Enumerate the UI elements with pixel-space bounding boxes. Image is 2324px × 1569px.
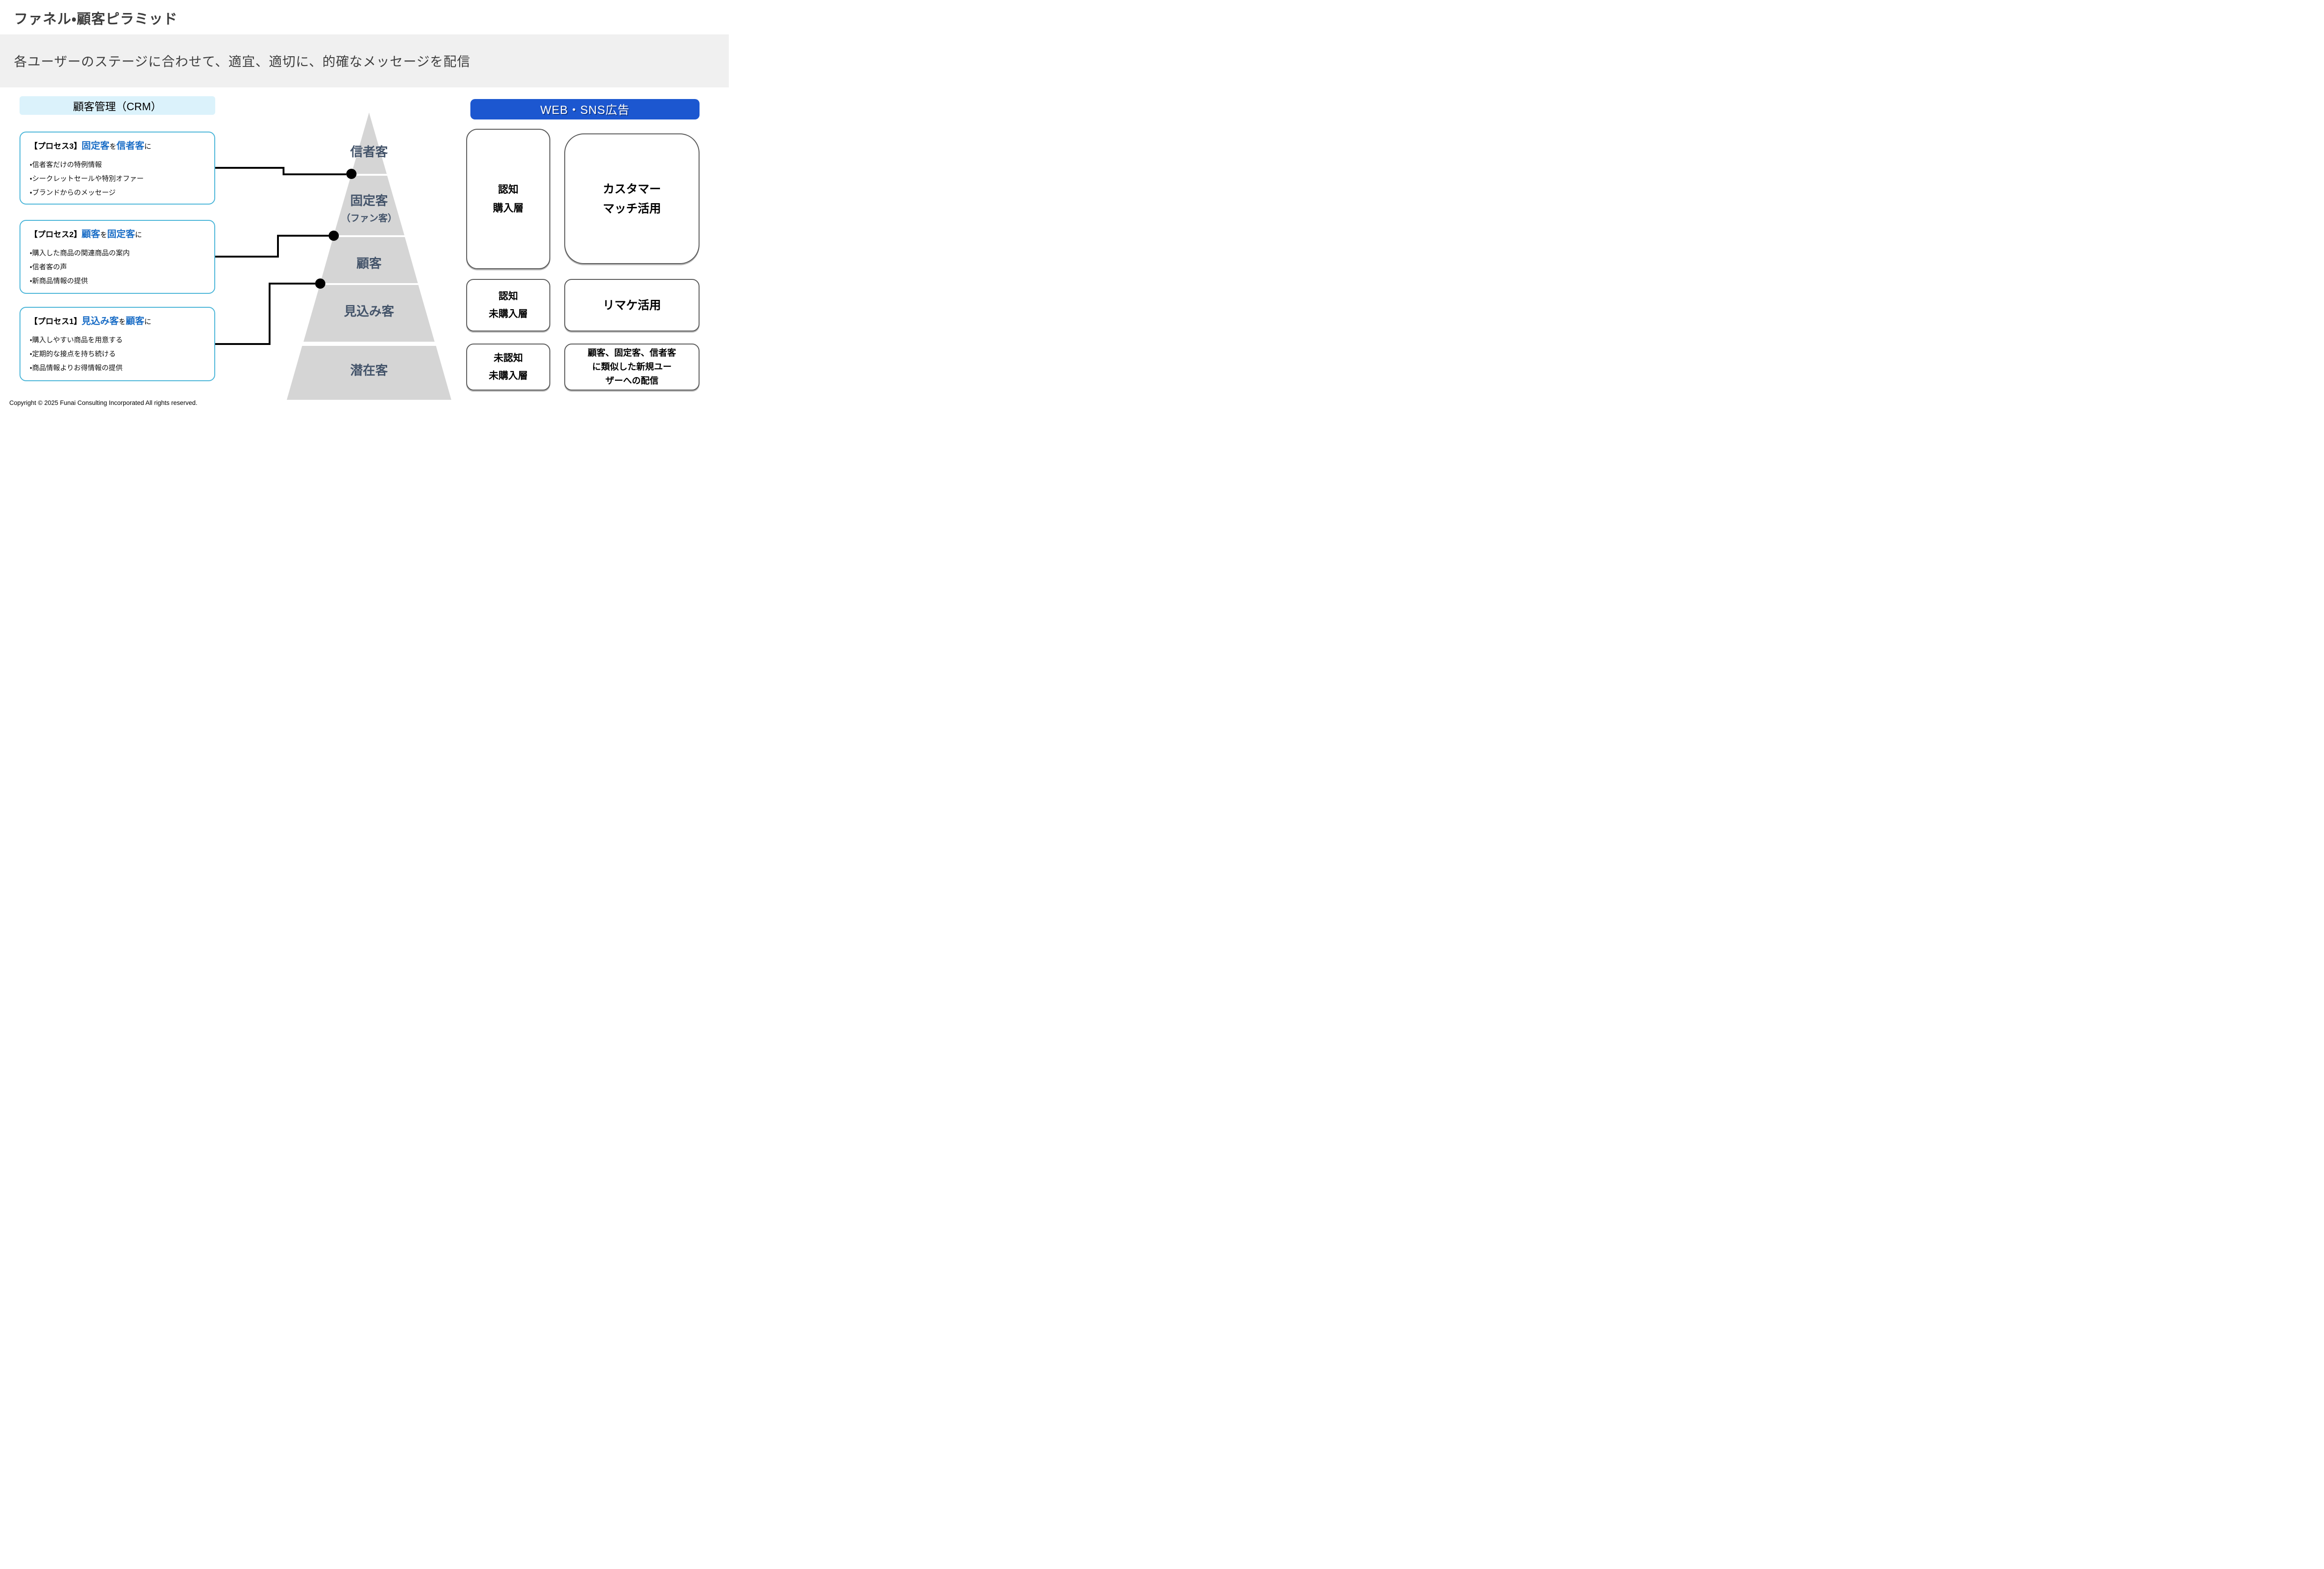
pyramid-level-believers — [351, 113, 387, 174]
process-1-target: 顧客 — [125, 316, 145, 326]
ads-box-aware-not-purchased: 認知 未購入層 — [466, 279, 550, 331]
bullet: ・商品情報よりお得情報の提供 — [30, 364, 123, 372]
bullet: ・ブランドからのメッセージ — [30, 189, 116, 197]
ads-section-header: WEB・SNS広告 — [470, 99, 700, 119]
process-3-source: 固定客 — [81, 141, 110, 151]
bullet: ・信者客だけの特例情報 — [30, 161, 102, 169]
pyramid-label-potential: 潜在客 — [350, 364, 388, 377]
ads-box-line: 未認知 — [494, 352, 523, 364]
process-box-1: 【プロセス1】見込み客を顧客に ・購入しやすい商品を用意する ・定期的な接点を持… — [20, 307, 215, 381]
pyramid-level-regulars — [334, 176, 404, 235]
pyramid-label-believers: 信者客 — [350, 145, 388, 159]
pyramid-level-customers — [320, 237, 418, 283]
process-2-bullets: ・購入した商品の関連商品の案内 ・信者客の声 ・新商品情報の提供 — [30, 246, 214, 288]
process-2-target: 固定客 — [107, 229, 135, 239]
page-title: ファネル・顧客ピラミッド — [14, 12, 178, 27]
process-3-target: 信者客 — [116, 141, 145, 151]
process-2-source: 顧客 — [81, 229, 100, 239]
ads-box-unaware-not-purchased: 未認知 未購入層 — [466, 344, 550, 391]
ads-box-line: 未購入層 — [489, 308, 528, 319]
connector-dot-regulars-boundary — [329, 231, 339, 241]
connector-dot-believers-boundary — [346, 169, 357, 179]
process-2-particle2: に — [135, 231, 142, 239]
process-3-prefix: 【プロセス3】 — [30, 142, 82, 151]
crm-section-header: 顧客管理（CRM） — [20, 96, 215, 115]
process-1-bullets: ・購入しやすい商品を用意する ・定期的な接点を持ち続ける ・商品情報よりお得情報… — [30, 333, 214, 375]
connector-process2 — [215, 235, 329, 258]
ads-box-remarketing: リマケ活用 — [564, 279, 700, 331]
pyramid-label-customers: 顧客 — [357, 257, 382, 271]
bullet: ・新商品情報の提供 — [30, 277, 88, 285]
process-2-title: 【プロセス2】顧客を固定客に — [30, 226, 214, 240]
copyright-text: Copyright © 2025 Funai Consulting Incorp… — [9, 399, 198, 406]
ads-box-line: ザーへの配信 — [605, 376, 659, 386]
process-3-bullets: ・信者客だけの特例情報 ・シークレットセールや特別オファー ・ブランドからのメッ… — [30, 158, 214, 200]
ads-box-aware-purchased: 認知 購入層 — [466, 129, 550, 269]
pyramid-level-potential — [287, 346, 451, 400]
bullet: ・シークレットセールや特別オファー — [30, 175, 144, 183]
bullet: ・定期的な接点を持ち続ける — [30, 350, 116, 358]
process-1-source: 見込み客 — [81, 316, 119, 326]
ads-box-line: 購入層 — [493, 202, 524, 214]
connector-process1 — [215, 283, 315, 345]
slide-funnel-customer-pyramid: ファネル・顧客ピラミッド 各ユーザーのステージに合わせて、適宜、適切に、的確なメ… — [0, 0, 729, 410]
connector-process3 — [215, 167, 346, 175]
process-2-particle1: を — [100, 231, 107, 239]
ads-box-line: リマケ活用 — [602, 298, 661, 312]
subtitle-band: 各ユーザーのステージに合わせて、適宜、適切に、的確なメッセージを配信 — [0, 34, 729, 87]
bullet: ・信者客の声 — [30, 263, 67, 271]
process-box-2: 【プロセス2】顧客を固定客に ・購入した商品の関連商品の案内 ・信者客の声 ・新… — [20, 220, 215, 294]
ads-box-line: カスタマー — [602, 182, 661, 196]
ads-box-line: 顧客、固定客、信者客 — [588, 348, 676, 358]
bullet: ・購入しやすい商品を用意する — [30, 336, 123, 344]
process-3-particle1: を — [109, 143, 117, 151]
ads-box-line: 未購入層 — [489, 370, 528, 381]
ads-box-lookalike: 顧客、固定客、信者客 に類似した新規ユー ザーへの配信 — [564, 344, 700, 391]
process-1-particle1: を — [119, 318, 126, 326]
ads-box-customer-match: カスタマー マッチ活用 — [564, 133, 700, 264]
pyramid-sublabel-fans: （ファン客） — [341, 212, 397, 224]
pyramid-label-regulars: 固定客 — [350, 194, 388, 208]
ads-box-line: 認知 — [498, 291, 518, 302]
ads-box-line: 認知 — [498, 184, 519, 195]
process-1-particle2: に — [144, 318, 152, 326]
bullet: ・購入した商品の関連商品の案内 — [30, 249, 130, 257]
pyramid-label-prospects: 見込み客 — [344, 305, 394, 318]
connector-dot-customers-boundary — [315, 278, 325, 289]
process-2-prefix: 【プロセス2】 — [30, 230, 82, 239]
process-3-particle2: に — [144, 143, 152, 151]
subtitle-text: 各ユーザーのステージに合わせて、適宜、適切に、的確なメッセージを配信 — [14, 54, 471, 69]
process-3-title: 【プロセス3】固定客を信者客に — [30, 138, 214, 152]
pyramid-diagram: 信者客 固定客 （ファン客） 顧客 見込み客 潜在客 — [215, 113, 451, 400]
process-1-title: 【プロセス1】見込み客を顧客に — [30, 313, 214, 327]
ads-box-line: マッチ活用 — [602, 202, 661, 215]
process-1-prefix: 【プロセス1】 — [30, 317, 82, 326]
process-box-3: 【プロセス3】固定客を信者客に ・信者客だけの特例情報 ・シークレットセールや特… — [20, 132, 215, 205]
pyramid-level-prospects — [304, 285, 435, 342]
ads-box-line: に類似した新規ユー — [592, 362, 672, 372]
